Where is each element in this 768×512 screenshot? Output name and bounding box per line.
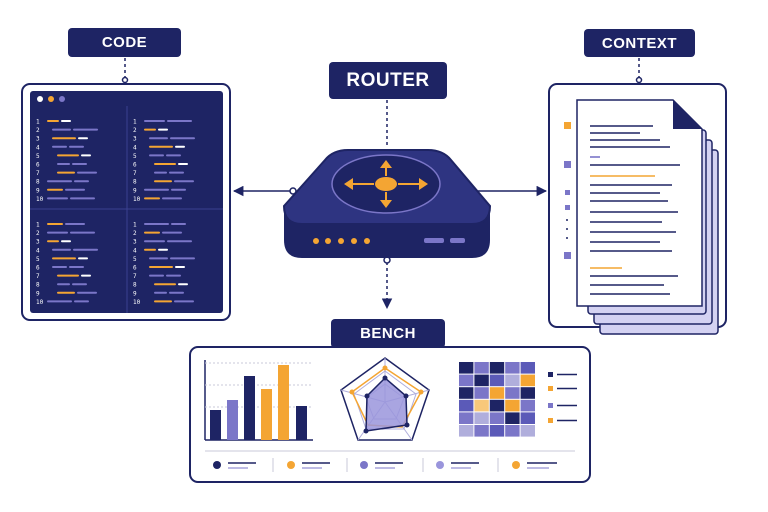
line-number: 1: [36, 119, 40, 126]
heatmap-cell: [459, 412, 474, 424]
line-number: 8: [36, 282, 40, 289]
heatmap-cell: [474, 399, 489, 412]
context-panel: [548, 83, 727, 335]
line-number: 3: [133, 136, 137, 143]
heatmap-cell: [505, 412, 520, 424]
document-stack-icon: [576, 99, 719, 335]
line-number: 10: [133, 299, 141, 306]
heatmap-cell: [459, 399, 474, 412]
heatmap-cell: [474, 412, 489, 424]
heatmap-cell: [489, 362, 505, 374]
heatmap-cell: [489, 412, 505, 424]
line-number: 10: [36, 196, 44, 203]
heatmap-cell: [474, 362, 489, 374]
heatmap-cell: [489, 425, 505, 437]
line-number: 5: [36, 153, 40, 160]
heatmap-cell: [505, 374, 520, 387]
line-number: 6: [36, 162, 40, 169]
bench-panel: [189, 346, 591, 483]
window-dot-icon: [59, 96, 65, 102]
heatmap-icon: [459, 362, 535, 437]
heatmap-cell: [505, 425, 520, 437]
context-label: CONTEXT: [584, 29, 695, 57]
line-number: 4: [36, 247, 40, 254]
line-number: 3: [36, 239, 40, 246]
heatmap-cell: [520, 399, 535, 412]
heatmap-cell: [459, 425, 474, 437]
line-number: 8: [133, 179, 137, 186]
line-number: 8: [36, 179, 40, 186]
line-number: 5: [133, 256, 137, 263]
line-number: 3: [133, 239, 137, 246]
line-number: 2: [36, 230, 40, 237]
line-number: 5: [36, 256, 40, 263]
radar-chart-icon: [340, 357, 430, 441]
window-dot-icon: [48, 96, 54, 102]
line-number: 6: [133, 265, 137, 272]
router-device-icon: [282, 149, 492, 258]
code-panel: 1234567891012345678910123456789101234567…: [21, 83, 231, 321]
line-number: 7: [36, 170, 40, 177]
heatmap-cell: [489, 387, 505, 399]
heatmap-cell: [520, 362, 535, 374]
line-number: 9: [133, 290, 137, 297]
heatmap-cell: [505, 399, 520, 412]
connectors: [121, 58, 643, 310]
line-number: 7: [133, 170, 137, 177]
line-number: 7: [36, 273, 40, 280]
line-number: 10: [133, 196, 141, 203]
line-number: 9: [133, 187, 137, 194]
bar-chart-icon: [204, 360, 313, 441]
heatmap-cell: [489, 399, 505, 412]
line-number: 8: [133, 282, 137, 289]
heatmap-cell: [459, 362, 474, 374]
line-number: 4: [36, 144, 40, 151]
line-number: 6: [133, 162, 137, 169]
line-number: 4: [133, 247, 137, 254]
line-number: 1: [133, 222, 137, 229]
window-dot-icon: [37, 96, 43, 102]
line-number: 10: [36, 299, 44, 306]
heatmap-cell: [505, 362, 520, 374]
line-number: 9: [36, 187, 40, 194]
router-label: ROUTER: [329, 62, 447, 99]
heatmap-cell: [520, 412, 535, 424]
line-number: 5: [133, 153, 137, 160]
bench-legend: [213, 458, 557, 472]
line-number: 2: [133, 230, 137, 237]
line-number: 4: [133, 144, 137, 151]
heatmap-cell: [474, 425, 489, 437]
heatmap-cell: [520, 387, 535, 399]
line-number: 2: [36, 127, 40, 134]
heatmap-cell: [520, 425, 535, 437]
code-label: CODE: [68, 28, 181, 57]
heatmap-cell: [474, 387, 489, 399]
line-number: 1: [133, 119, 137, 126]
heatmap-cell: [489, 374, 505, 387]
line-number: 7: [133, 273, 137, 280]
heatmap-cell: [505, 387, 520, 399]
line-number: 1: [36, 222, 40, 229]
bench-label: BENCH: [331, 319, 445, 348]
line-number: 2: [133, 127, 137, 134]
heatmap-cell: [459, 374, 474, 387]
line-number: 3: [36, 136, 40, 143]
heatmap-cell: [520, 374, 535, 387]
heatmap-legend: [548, 372, 577, 423]
line-number: 9: [36, 290, 40, 297]
line-number: 6: [36, 265, 40, 272]
heatmap-cell: [474, 374, 489, 387]
heatmap-cell: [459, 387, 474, 399]
